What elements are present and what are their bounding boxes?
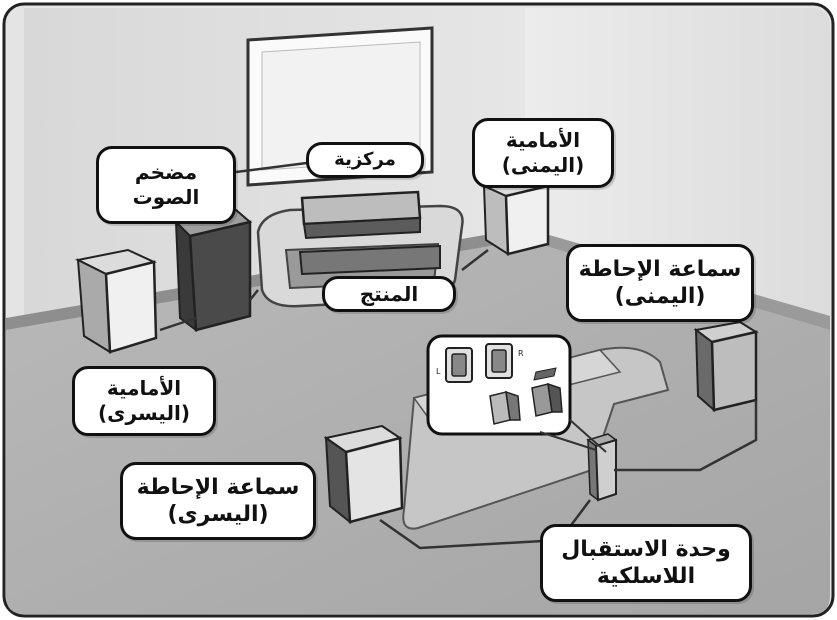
product-unit xyxy=(298,244,441,276)
connection-inset: L R xyxy=(426,334,607,453)
inset-right-marker: R xyxy=(518,349,524,358)
front-right-speaker xyxy=(480,176,552,256)
left-port-icon xyxy=(445,347,473,383)
label-front-right: الأمامية (اليمنى) xyxy=(472,118,614,188)
plug-icon-right xyxy=(531,382,563,417)
label-product: المنتج xyxy=(322,276,456,312)
surround-left-speaker xyxy=(323,424,404,525)
label-front-left-line2: (اليسرى) xyxy=(98,401,190,425)
label-front-left-line1: الأمامية xyxy=(106,376,182,400)
front-left-speaker xyxy=(74,248,158,354)
label-front-right-line2: (اليمنى) xyxy=(501,153,585,177)
label-surround-right-line2: (اليمنى) xyxy=(614,284,706,309)
plug-icon-left xyxy=(489,390,521,425)
cable-end-icon xyxy=(533,367,557,381)
right-port-icon xyxy=(485,343,513,379)
label-wireless-receiver: وحدة الاستقبال اللاسلكية xyxy=(540,524,752,602)
label-surround-left: سماعة الإحاطة (اليسرى) xyxy=(120,462,316,540)
label-wireless-receiver-line2: اللاسلكية xyxy=(596,564,696,589)
label-subwoofer-line2: الصوت xyxy=(132,185,200,209)
label-subwoofer-line1: مضخم xyxy=(134,160,198,184)
label-subwoofer: مضخم الصوت xyxy=(96,146,236,224)
subwoofer xyxy=(173,208,253,333)
label-surround-left-line2: (اليسرى) xyxy=(167,502,269,527)
label-surround-right-line1: سماعة الإحاطة xyxy=(578,256,742,282)
label-center-speaker: مركزية xyxy=(306,142,424,178)
label-surround-left-line1: سماعة الإحاطة xyxy=(136,474,300,500)
wireless-receiver-unit xyxy=(586,433,618,502)
label-product-line1: المنتج xyxy=(359,281,419,306)
center-speaker xyxy=(300,190,422,240)
label-front-right-line1: الأمامية xyxy=(505,128,581,152)
label-front-left: الأمامية (اليسرى) xyxy=(72,366,216,436)
surround-right-speaker xyxy=(693,320,759,413)
inset-left-marker: L xyxy=(436,367,441,376)
label-wireless-receiver-line1: وحدة الاستقبال xyxy=(561,536,731,562)
label-center-line1: مركزية xyxy=(334,148,396,170)
label-surround-right: سماعة الإحاطة (اليمنى) xyxy=(566,244,754,322)
